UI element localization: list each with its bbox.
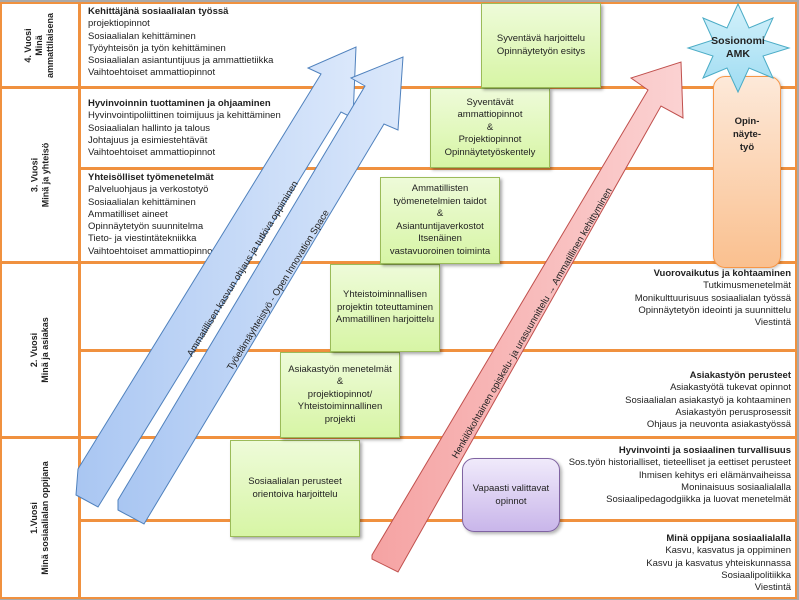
course-heading: Hyvinvointi ja sosiaalinen turvallisuus [618, 445, 791, 456]
arrow-personal-career-planning [371, 61, 684, 573]
course-block-year1-a: Hyvinvointi ja sosiaalinen turvallisuus … [569, 445, 791, 506]
box-text: & [486, 121, 494, 133]
goal-star-icon [686, 2, 791, 94]
course-item: projektiopinnot [88, 18, 150, 30]
grid-vertical-divider [78, 2, 81, 599]
thesis-label: näyte- [733, 129, 761, 140]
course-heading: Asiakastyön perusteet [689, 370, 791, 381]
course-item: Kasvu ja kasvatus yhteiskunnassa [646, 557, 791, 569]
grid-line-year1-inner [78, 519, 797, 522]
stage-box-year2-lower: Asiakastyön menetelmät & projektiopinnot… [280, 352, 400, 438]
box-text: projekti [324, 413, 356, 425]
course-item: Tieto- ja viestintätekniikka [88, 233, 197, 245]
course-item: Työyhteisön ja työn kehittäminen [88, 42, 226, 54]
star-text: AMK [726, 48, 750, 60]
course-item: Sosiaalialan asiakastyö ja kohtaaminen [625, 394, 791, 406]
course-item: Sosiaalialan hallinto ja talous [88, 122, 210, 134]
course-block-year3-b: Yhteisölliset työmenetelmät Palveluohjau… [88, 172, 215, 258]
course-block-year4: Kehittäjänä sosiaalialan työssä projekti… [88, 6, 273, 80]
course-block-year3-a: Hyvinvoinnin tuottaminen ja ohjaaminen H… [88, 98, 281, 159]
course-item: Vaihtoehtoiset ammattiopinnot [88, 67, 216, 79]
goal-star-label: Sosionomi AMK [704, 35, 772, 61]
course-heading: Minä oppijana sosiaalialalla [666, 533, 791, 544]
course-item: Vaihtoehtoiset ammattiopinnot [88, 147, 216, 159]
course-item: Ihmisen kehitys eri elämänvaiheissa [638, 469, 791, 481]
arrow-professional-growth [75, 46, 357, 508]
box-text: Itsenäinen [418, 233, 462, 244]
box-text: Opinnäytetyön esitys [496, 45, 586, 57]
stage-box-year3-lower: Ammatillisten työmenetelmien taidot & As… [380, 177, 500, 264]
stage-box-year2-upper: Yhteistoiminnallisen projektin toteuttam… [330, 264, 440, 352]
course-block-year2-a: Vuorovaikutus ja kohtaaminen Tutkimusmen… [635, 268, 791, 329]
box-text: Asiantuntijaverkostot [396, 220, 484, 232]
course-item: Sosiaalipolitiikka [721, 569, 791, 581]
box-text: Projektiopinnot [458, 134, 522, 146]
course-heading: Kehittäjänä sosiaalialan työssä [88, 6, 229, 17]
course-item: Sos.työn historialliset, tieteelliset ja… [568, 457, 791, 469]
thesis-box: Opin- näyte- työ [713, 76, 781, 268]
course-item: Ammatilliset aineet [88, 208, 168, 220]
box-text: Yhteistoiminnallinen [297, 401, 383, 413]
elective-studies-box: Vapaasti valittavat opinnot [462, 458, 560, 532]
course-item: Hyvinvointipoliittinen toimijuus ja kehi… [88, 110, 281, 122]
course-block-year1-b: Minä oppijana sosiaalialalla Kasvu, kasv… [646, 533, 791, 594]
course-item: Kasvu, kasvatus ja oppiminen [665, 545, 791, 557]
course-item: Monikulttuurisuus sosiaalialan työssä [634, 292, 791, 304]
thesis-label: työ [739, 142, 755, 153]
box-text: vastavuoroinen toiminta [389, 245, 491, 257]
stage-box-year1: Sosiaalialan perusteet orientoiva harjoi… [230, 440, 360, 537]
course-item: Sosiaalialan kehittäminen [88, 30, 196, 42]
box-text: Vapaasti valittavat [472, 483, 550, 494]
box-text: Ammatillisten [411, 183, 469, 194]
course-item: Opinnäytetyön ideointi ja suunnittelu [638, 304, 791, 316]
box-text: ammattiopinnot [457, 109, 523, 121]
box-text: Ammatillinen harjoittelu [335, 314, 435, 326]
arrow-working-life-cooperation [117, 56, 404, 525]
box-text: Opinnäytetyöskentely [444, 146, 536, 158]
box-text: projektin toteuttaminen [336, 301, 434, 313]
box-text: orientoiva harjoittelu [252, 488, 338, 500]
box-text: projektiopinnot/ [307, 388, 373, 400]
star-text: Sosionomi [711, 35, 765, 47]
box-text: Yhteistoiminnallisen [343, 289, 427, 301]
course-item: Asiakastyön perusprosessit [675, 406, 791, 418]
course-item: Viestintä [754, 582, 791, 594]
course-item: Tutkimusmenetelmät [703, 280, 791, 292]
course-block-year2-b: Asiakastyön perusteet Asiakastyötä tukev… [625, 370, 791, 431]
box-text: & [336, 376, 344, 388]
box-text: Asiakastyön menetelmät [288, 363, 392, 375]
stage-box-year4: Syventävä harjoittelu Opinnäytetyön esit… [481, 3, 601, 88]
box-text: Syventävä harjoittelu [496, 33, 586, 44]
grid-line-year3-inner [78, 167, 797, 170]
course-item: Vaihtoehtoiset ammattiopinnot [88, 245, 216, 257]
box-text: Syventävät [466, 96, 514, 108]
course-item: Palveluohjaus ja verkostotyö [88, 184, 209, 196]
course-item: Sosiaalipedagodgiikka ja luovat menetelm… [606, 494, 791, 506]
box-text: & [436, 208, 444, 219]
course-heading: Vuorovaikutus ja kohtaaminen [653, 268, 791, 279]
course-item: Sosiaalialan kehittäminen [88, 196, 196, 208]
course-item: Viestintä [754, 317, 791, 329]
course-item: Sosiaalialan asiantuntijuus ja ammattiet… [88, 55, 274, 67]
course-item: Johtajuus ja esimiestehtävät [88, 134, 208, 146]
thesis-label: Opin- [734, 116, 760, 127]
stage-box-year3-upper: Syventävät ammattiopinnot & Projektiopin… [430, 88, 550, 168]
course-item: Moninaisuus sosiaalialalla [681, 481, 791, 493]
course-item: Asiakastyötä tukevat opinnot [670, 382, 791, 394]
course-heading: Hyvinvoinnin tuottaminen ja ohjaaminen [88, 98, 271, 109]
course-item: Opinnäytetyön suunnitelma [88, 221, 204, 233]
course-heading: Yhteisölliset työmenetelmät [88, 172, 214, 183]
course-item: Ohjaus ja neuvonta asiakastyössä [646, 419, 791, 431]
box-text: opinnot [495, 496, 527, 507]
box-text: Sosiaalialan perusteet [248, 476, 342, 487]
box-text: työmenetelmien taidot [393, 195, 487, 207]
